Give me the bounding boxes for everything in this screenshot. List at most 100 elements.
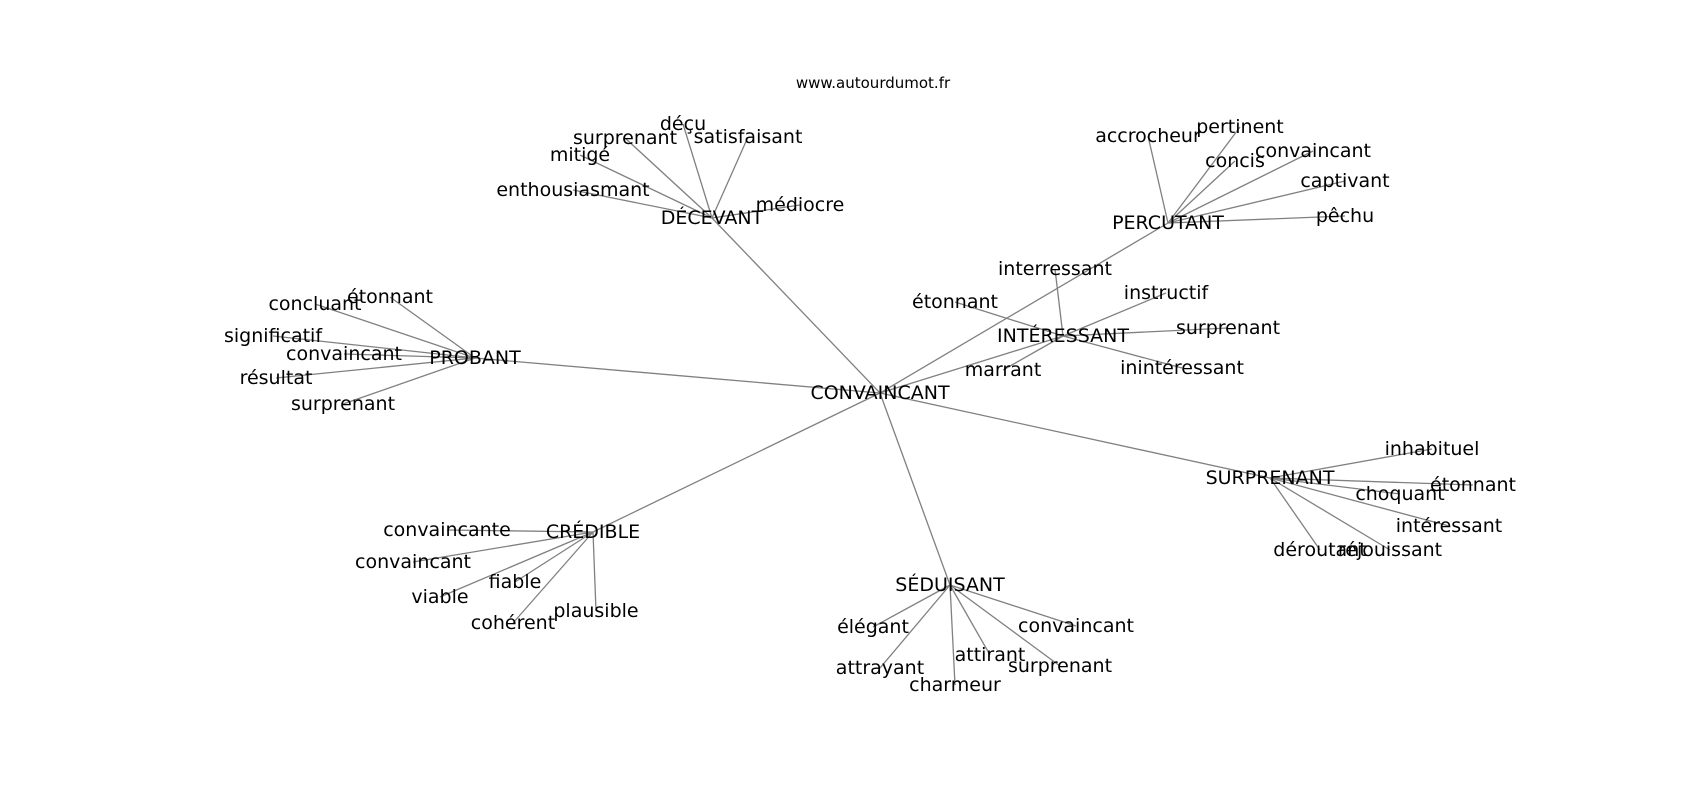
edge-root-probant bbox=[474, 357, 881, 394]
edge-seduisant-e2 bbox=[949, 584, 1077, 627]
node-i3[interactable]: instructif bbox=[1124, 282, 1210, 304]
node-p5[interactable]: captivant bbox=[1300, 170, 1389, 192]
edge-root-interessant bbox=[879, 335, 1064, 394]
edge-interessant-i6 bbox=[1062, 335, 1183, 369]
node-s4[interactable]: intéressant bbox=[1396, 515, 1502, 537]
edge-decevant-d1 bbox=[682, 123, 713, 219]
node-c4[interactable]: viable bbox=[411, 586, 468, 608]
node-root[interactable]: CONVAINCANT bbox=[810, 382, 950, 404]
node-probant[interactable]: PROBANT bbox=[429, 347, 521, 369]
node-e1[interactable]: élégant bbox=[837, 616, 909, 638]
edge-surprenant-s1 bbox=[1269, 448, 1433, 479]
node-b3[interactable]: significatif bbox=[224, 325, 323, 347]
edge-credible-c5 bbox=[592, 531, 597, 612]
node-d5[interactable]: enthousiasmant bbox=[496, 179, 649, 201]
node-p3[interactable]: convaincant bbox=[1255, 140, 1371, 162]
edge-seduisant-e6 bbox=[949, 584, 956, 686]
node-s6[interactable]: réjouissant bbox=[1338, 539, 1442, 561]
edge-credible-c3 bbox=[514, 531, 594, 583]
node-c5[interactable]: plausible bbox=[553, 600, 638, 622]
node-c3[interactable]: fiable bbox=[489, 571, 542, 593]
node-e2[interactable]: convaincant bbox=[1018, 615, 1134, 637]
edge-root-percutant bbox=[879, 222, 1169, 394]
edge-credible-c1 bbox=[446, 529, 594, 533]
node-d4[interactable]: mitigé bbox=[550, 144, 610, 166]
edge-interessant-i2 bbox=[954, 301, 1064, 337]
node-e4[interactable]: attrayant bbox=[836, 657, 924, 679]
edge-surprenant-s2 bbox=[1269, 477, 1474, 486]
edge-seduisant-e3 bbox=[949, 584, 991, 656]
edge-percutant-p4 bbox=[1167, 160, 1236, 224]
node-seduisant[interactable]: SÉDUISANT bbox=[895, 573, 1005, 596]
node-b6[interactable]: surprenant bbox=[291, 393, 395, 415]
node-p4[interactable]: concis bbox=[1205, 150, 1265, 172]
edge-interessant-i3 bbox=[1062, 292, 1167, 337]
edge-decevant-d3 bbox=[711, 136, 749, 219]
edge-probant-b2 bbox=[314, 303, 476, 359]
node-interessant[interactable]: INTÉRESSANT bbox=[997, 324, 1129, 347]
node-b2[interactable]: concluant bbox=[268, 293, 361, 315]
node-e5[interactable]: surprenant bbox=[1008, 655, 1112, 677]
edge-decevant-d4 bbox=[579, 154, 713, 219]
edge-root-seduisant bbox=[879, 392, 951, 586]
edge-surprenant-s3 bbox=[1269, 477, 1401, 495]
node-c6[interactable]: cohérent bbox=[471, 612, 555, 634]
edge-probant-b3 bbox=[272, 335, 476, 359]
node-i4[interactable]: surprenant bbox=[1176, 317, 1280, 339]
edge-surprenant-s6 bbox=[1269, 477, 1391, 551]
edge-percutant-p2 bbox=[1167, 126, 1241, 224]
edge-seduisant-e1 bbox=[872, 584, 951, 628]
node-c2[interactable]: convaincant bbox=[355, 551, 471, 573]
edge-probant-b4 bbox=[343, 353, 476, 359]
edge-decevant-d5 bbox=[572, 189, 713, 219]
node-e6[interactable]: charmeur bbox=[909, 674, 1001, 696]
node-e3[interactable]: attirant bbox=[955, 644, 1026, 666]
node-credible[interactable]: CRÉDIBLE bbox=[546, 520, 640, 543]
edge-interessant-i5 bbox=[1002, 335, 1064, 371]
edge-interessant-i4 bbox=[1062, 327, 1229, 337]
edge-probant-b1 bbox=[389, 296, 476, 359]
edge-credible-c2 bbox=[412, 531, 594, 563]
node-s5[interactable]: déroutant bbox=[1273, 539, 1366, 561]
node-decevant[interactable]: DÉCEVANT bbox=[661, 206, 764, 229]
node-b4[interactable]: convaincant bbox=[286, 343, 402, 365]
edge-root-surprenant bbox=[879, 392, 1271, 479]
edge-surprenant-s5 bbox=[1269, 477, 1321, 551]
node-i2[interactable]: étonnant bbox=[912, 291, 998, 313]
edge-percutant-p3 bbox=[1167, 150, 1314, 224]
node-p1[interactable]: accrocheur bbox=[1095, 125, 1201, 147]
node-s1[interactable]: inhabituel bbox=[1385, 438, 1480, 460]
nodes: CONVAINCANT DÉCEVANT PERCUTANT PROBANT INTÉR… bbox=[224, 113, 1516, 696]
node-b1[interactable]: étonnant bbox=[347, 286, 433, 308]
node-b5[interactable]: résultat bbox=[240, 367, 313, 389]
node-d3[interactable]: satisfaisant bbox=[694, 126, 803, 148]
edge-percutant-p6 bbox=[1167, 215, 1346, 224]
edge-surprenant-s4 bbox=[1269, 477, 1450, 527]
edge-credible-c6 bbox=[512, 531, 594, 624]
edge-decevant-d2 bbox=[624, 137, 713, 219]
node-d1[interactable]: déçu bbox=[660, 113, 706, 135]
edge-probant-b5 bbox=[275, 357, 476, 379]
edge-probant-b6 bbox=[342, 357, 476, 405]
edge-seduisant-e5 bbox=[949, 584, 1061, 667]
edge-seduisant-e4 bbox=[879, 584, 951, 669]
edge-interessant-i1 bbox=[1054, 268, 1064, 337]
edge-percutant-p5 bbox=[1167, 180, 1346, 224]
edges bbox=[272, 123, 1474, 686]
node-i6[interactable]: inintéressant bbox=[1120, 357, 1244, 379]
node-c1[interactable]: convaincante bbox=[383, 519, 511, 541]
site-url[interactable]: www.autourdumot.fr bbox=[796, 74, 951, 92]
node-surprenant[interactable]: SURPRENANT bbox=[1206, 467, 1335, 489]
node-d2[interactable]: surprenant bbox=[573, 127, 677, 149]
node-s3[interactable]: choquant bbox=[1355, 483, 1444, 505]
node-p2[interactable]: pertinent bbox=[1196, 116, 1284, 138]
edge-decevant-d6 bbox=[711, 204, 801, 219]
node-i1[interactable]: interressant bbox=[998, 258, 1112, 280]
node-percutant[interactable]: PERCUTANT bbox=[1112, 212, 1224, 234]
edge-credible-c4 bbox=[439, 531, 594, 598]
node-s2[interactable]: étonnant bbox=[1430, 474, 1516, 496]
node-p6[interactable]: pêchu bbox=[1316, 205, 1374, 227]
node-i5[interactable]: marrant bbox=[965, 359, 1042, 381]
node-d6[interactable]: médiocre bbox=[756, 194, 845, 216]
